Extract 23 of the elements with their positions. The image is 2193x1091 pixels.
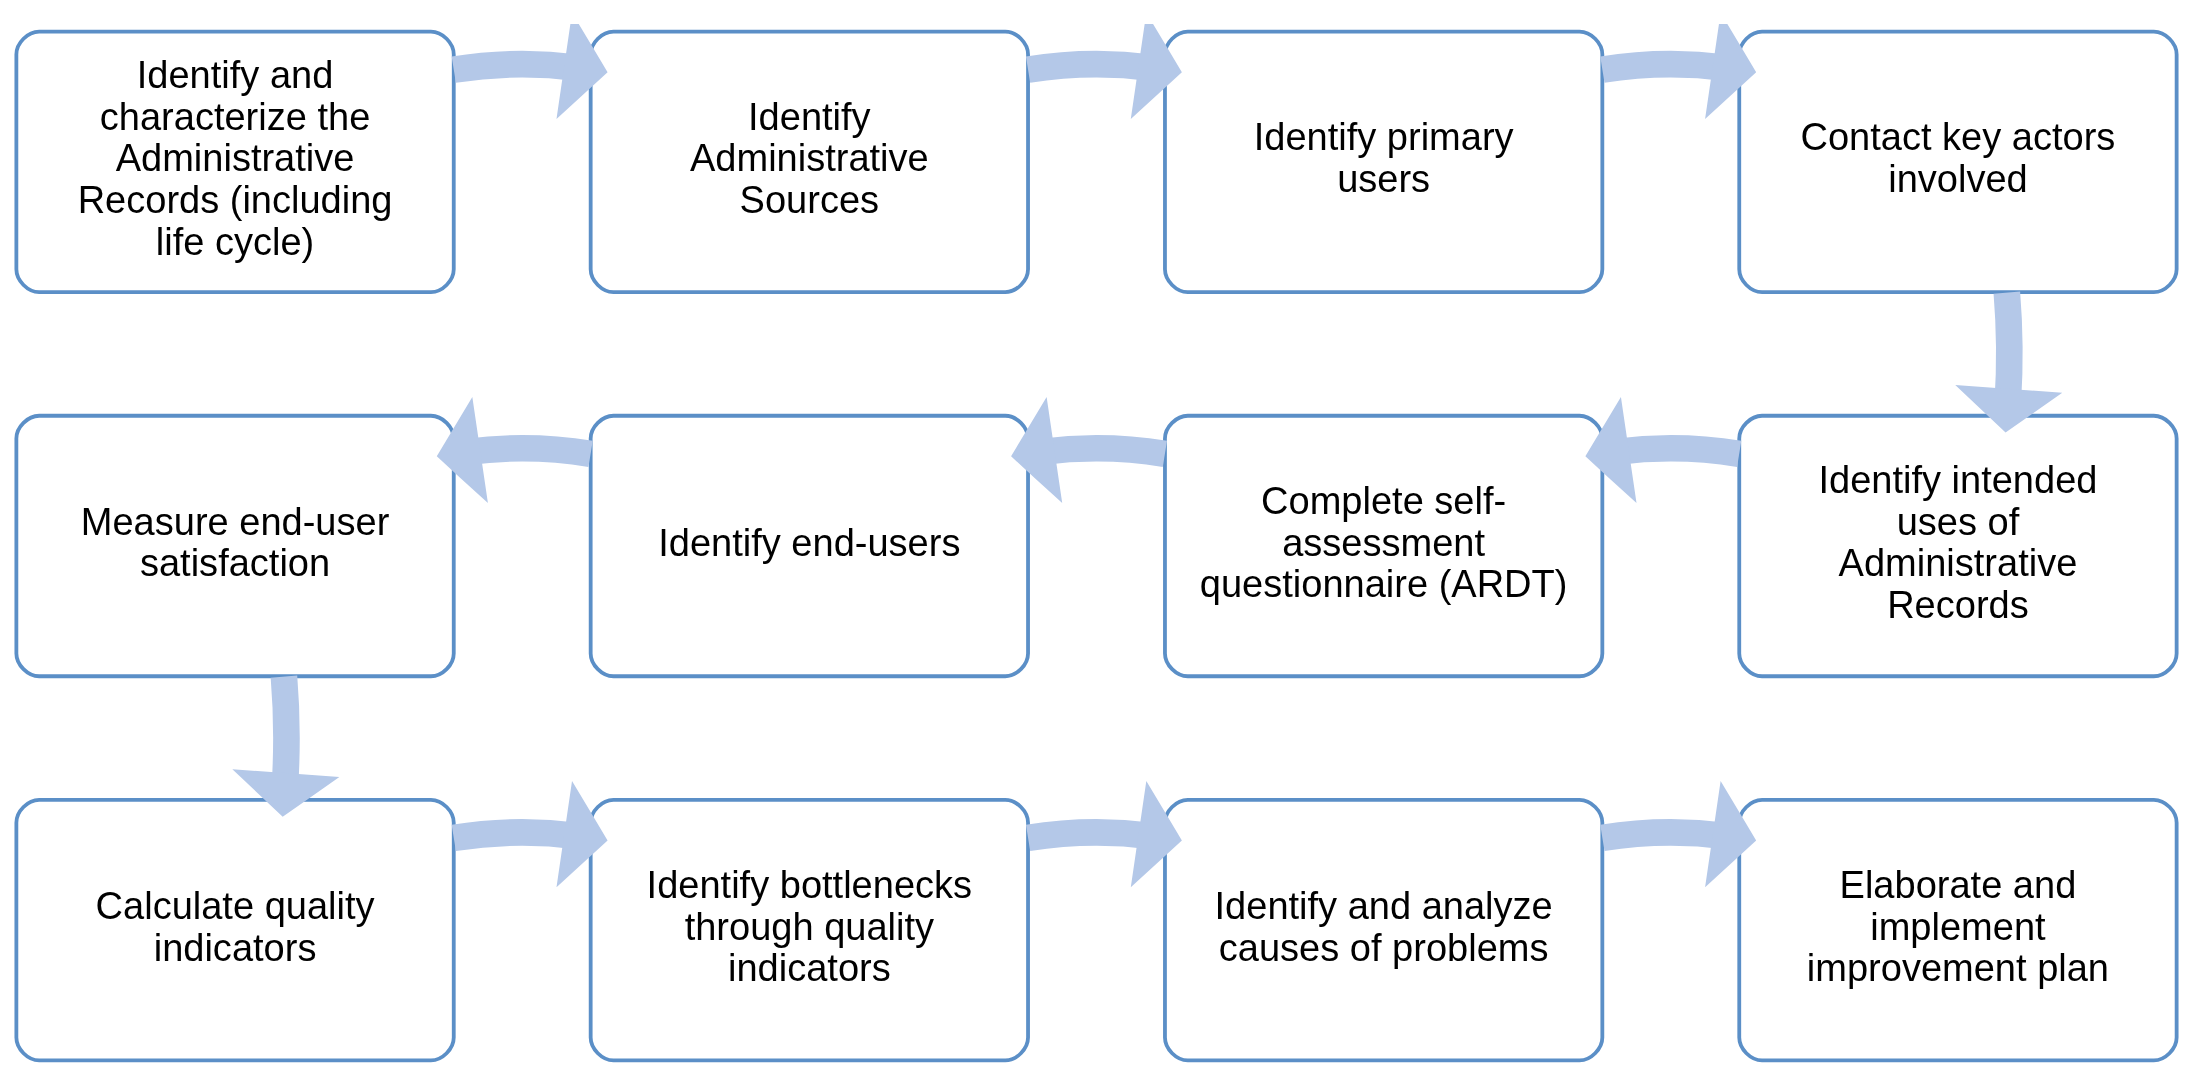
- arrow: [451, 23, 608, 119]
- node-box: Calculate quality indicators: [14, 797, 456, 1062]
- arrow: [1026, 780, 1182, 887]
- arrow: [1600, 780, 1757, 887]
- arrow: [1011, 396, 1167, 503]
- arrow: [1600, 23, 1757, 119]
- arrow: [1585, 396, 1742, 503]
- node-box: Contact key actors involved: [1737, 29, 2179, 294]
- node-box: Identify and characterize the Administrative Records (including life cycle): [14, 29, 456, 294]
- arrow: [232, 675, 340, 817]
- node-box: Complete self-assessment questionnaire (ARDT): [1163, 413, 1605, 678]
- node-box: Identify and analyze causes of problems: [1163, 797, 1605, 1062]
- node-box: Identify bottlenecks through quality indicators: [588, 797, 1030, 1062]
- arrow: [1955, 291, 2063, 433]
- arrow: [451, 780, 608, 887]
- node-box: Measure end-user satisfaction: [14, 413, 456, 678]
- node-box: Identify end-users: [588, 413, 1030, 678]
- node-box: Elaborate and implement improvement plan: [1737, 797, 2179, 1062]
- arrow: [1026, 23, 1182, 119]
- node-box: Identify primary users: [1163, 29, 1605, 294]
- node-box: Identify Administrative Sources: [588, 29, 1030, 294]
- arrow: [436, 396, 593, 503]
- node-box: Identify intended uses of Administrative Records: [1737, 413, 2179, 678]
